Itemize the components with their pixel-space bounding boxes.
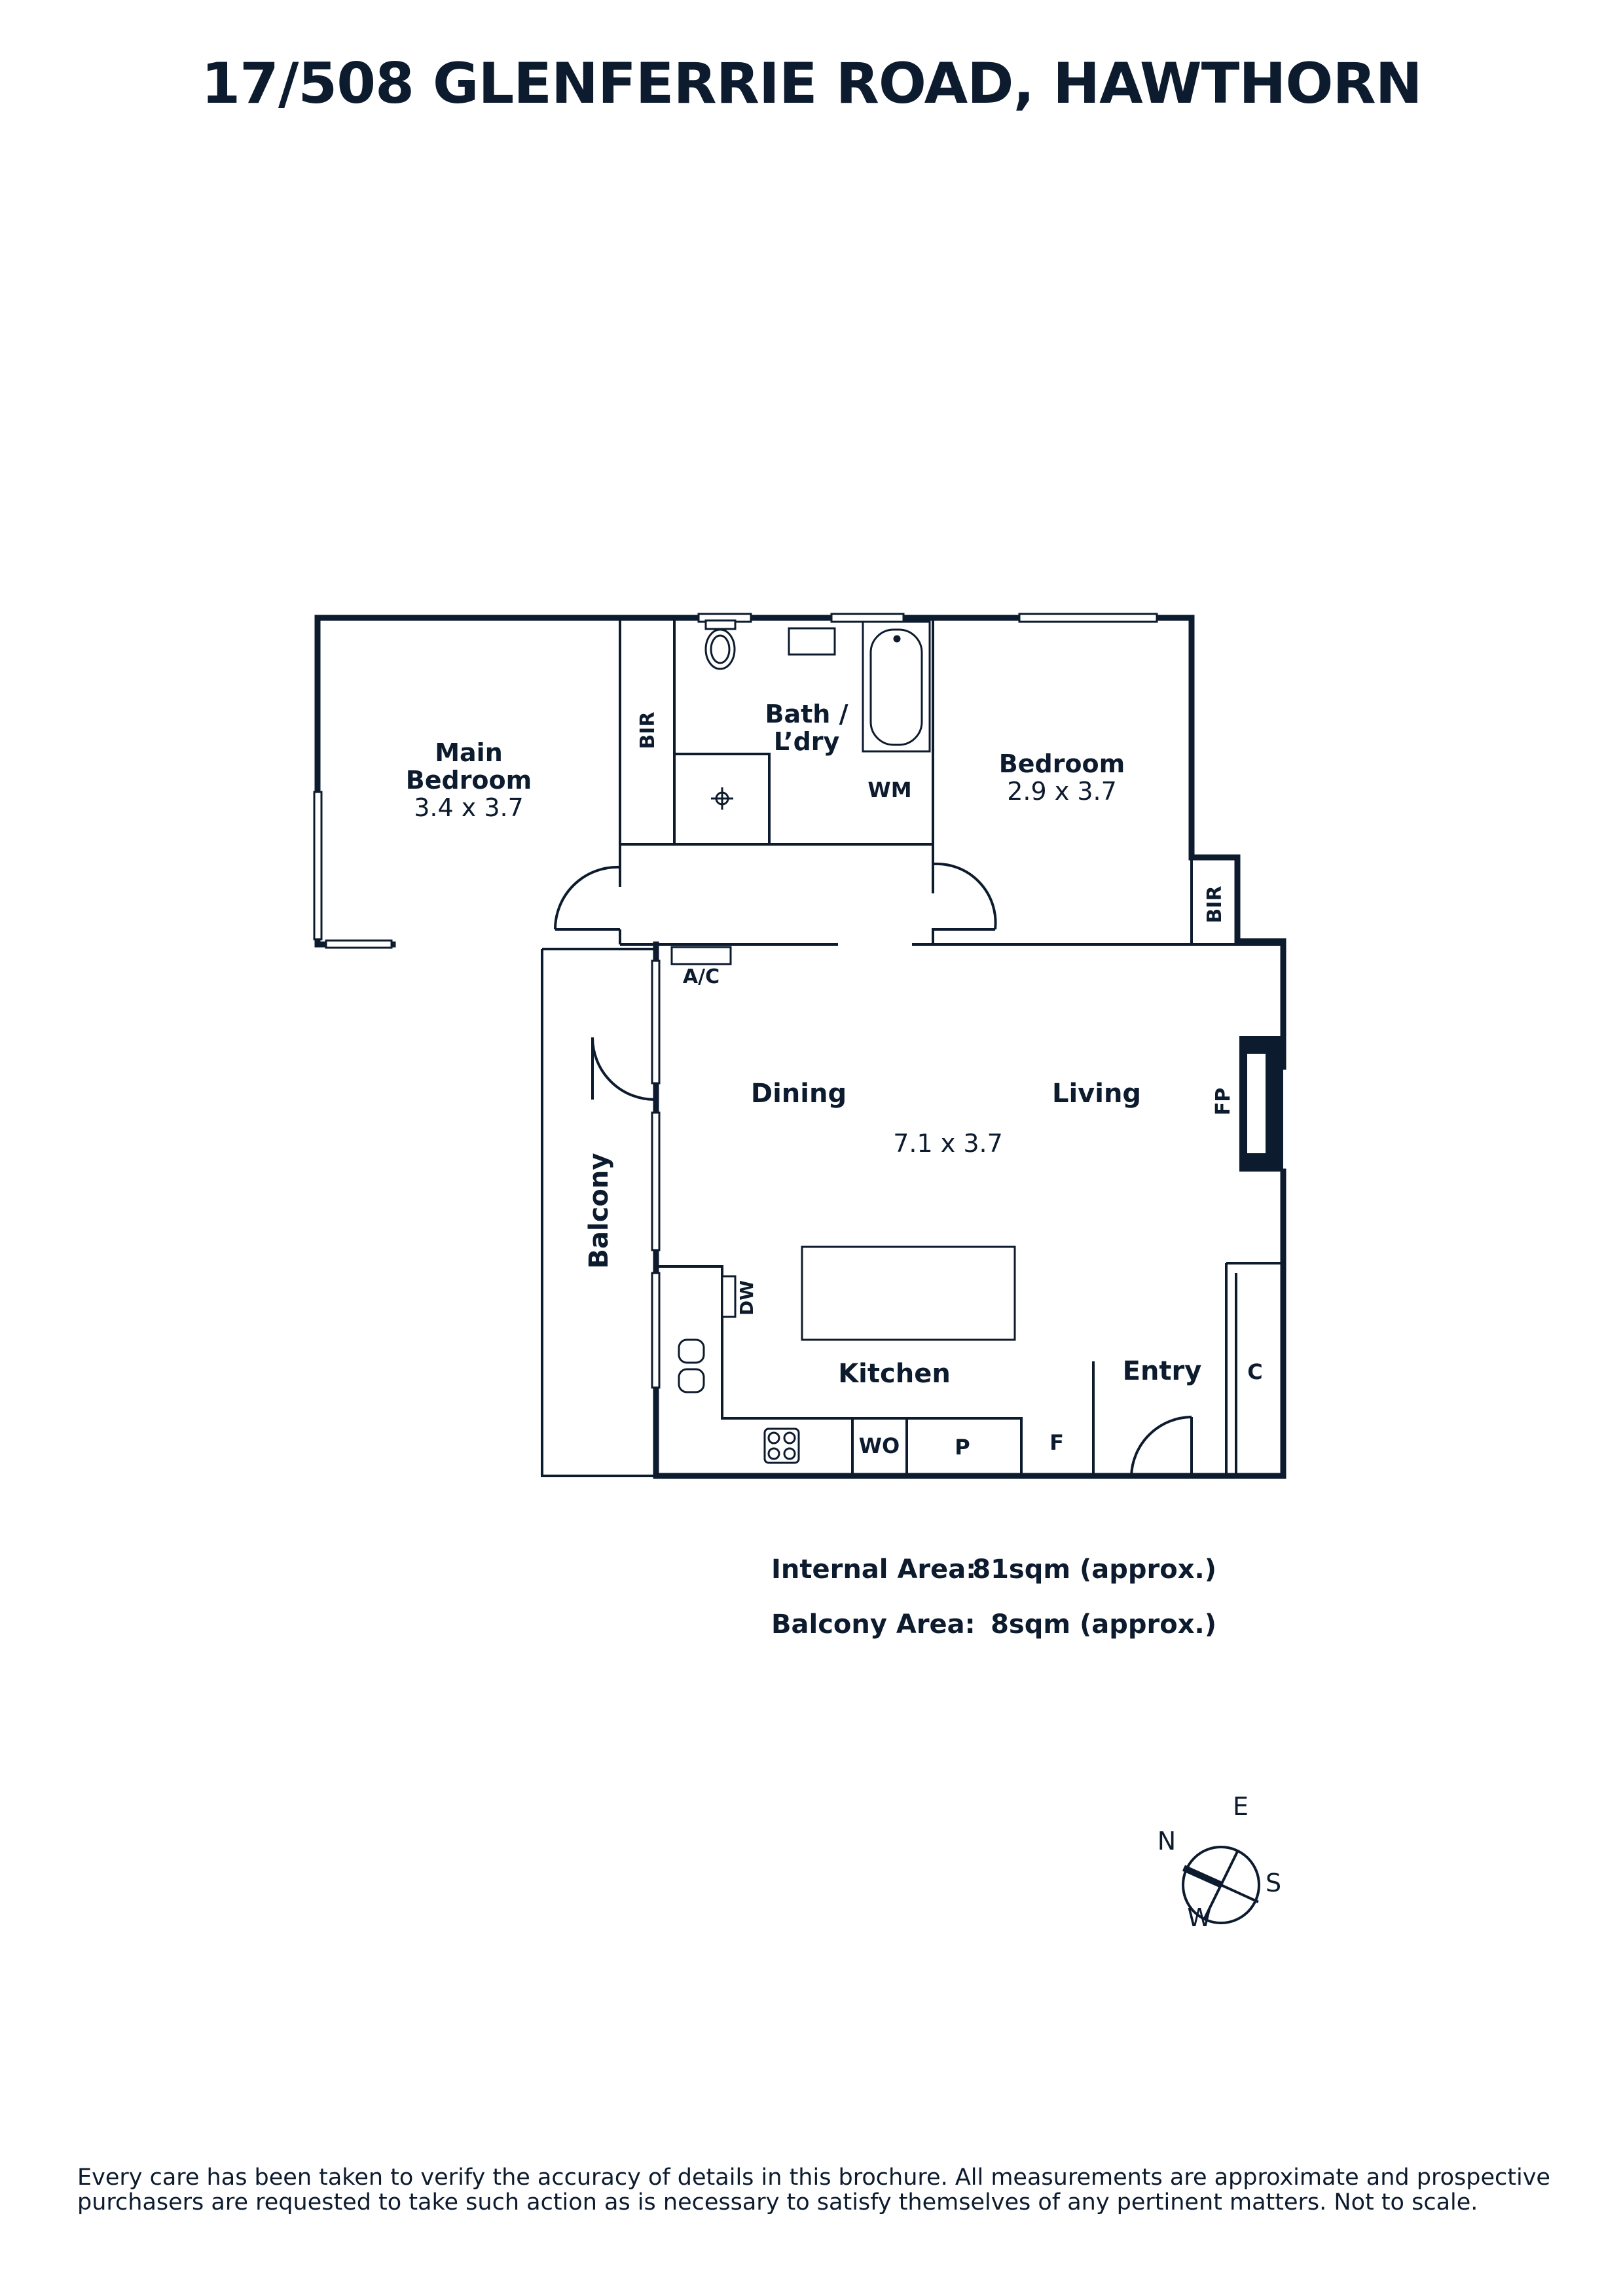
- balcony-area-label: Balcony Area:: [771, 1609, 976, 1640]
- walls-interior: [541, 617, 1283, 1477]
- pantry-label: P: [955, 1435, 970, 1460]
- entry-label: Entry: [1123, 1356, 1202, 1386]
- wo-label: WO: [859, 1433, 900, 1458]
- main-bedroom-size: 3.4 x 3.7: [414, 793, 524, 822]
- living-size: 7.1 x 3.7: [893, 1129, 1003, 1158]
- page-title: 17/508 GLENFERRIE ROAD, HAWTHORN: [201, 51, 1422, 117]
- bedroom-size: 2.9 x 3.7: [1007, 777, 1117, 806]
- bedroom-label: Bedroom: [999, 749, 1125, 778]
- internal-area-row: Internal Area: 81sqm (approx.): [771, 1554, 1216, 1609]
- bath-label-1: Bath /: [765, 700, 848, 728]
- balcony-label: Balcony: [584, 1153, 614, 1269]
- bath-label-2: L’dry: [774, 727, 840, 756]
- fp-label: FP: [1212, 1088, 1235, 1115]
- internal-area-label: Internal Area:: [771, 1554, 977, 1585]
- compass-w: W: [1187, 1903, 1212, 1932]
- compass-n: N: [1158, 1827, 1176, 1856]
- main-bedroom-label-1: Main: [435, 738, 503, 767]
- disclaimer: Every care has been taken to verify the …: [77, 2165, 1570, 2215]
- fireplace: [1239, 1036, 1283, 1172]
- disclaimer-line-1: Every care has been taken to verify the …: [77, 2164, 1550, 2191]
- main-bedroom-label-2: Bedroom: [406, 766, 532, 795]
- dining-label: Dining: [751, 1079, 847, 1109]
- internal-area-value: 81sqm (approx.): [972, 1554, 1216, 1585]
- bir-main-label: BIR: [636, 711, 659, 749]
- compass-s: S: [1266, 1869, 1281, 1897]
- disclaimer-line-2: purchasers are requested to take such ac…: [77, 2189, 1478, 2215]
- fixtures: [670, 619, 1016, 1464]
- balcony-area-value: 8sqm (approx.): [991, 1609, 1216, 1640]
- compass: N E S W: [1158, 1792, 1281, 1932]
- dw-label: DW: [736, 1280, 757, 1316]
- doors: [553, 862, 1193, 1477]
- living-label: Living: [1052, 1079, 1141, 1109]
- fridge-label: F: [1049, 1430, 1064, 1455]
- compass-e: E: [1233, 1792, 1249, 1821]
- balcony-area-row: Balcony Area: 8sqm (approx.): [771, 1609, 1216, 1664]
- area-summary: Internal Area: 81sqm (approx.) Balcony A…: [771, 1554, 1216, 1664]
- bir-bed-label: BIR: [1203, 886, 1226, 923]
- ac-label: A/C: [683, 965, 720, 988]
- windows: [313, 613, 1158, 1389]
- cupboard-label: C: [1247, 1359, 1262, 1384]
- wm-label: WM: [867, 778, 911, 802]
- kitchen-label: Kitchen: [838, 1359, 951, 1389]
